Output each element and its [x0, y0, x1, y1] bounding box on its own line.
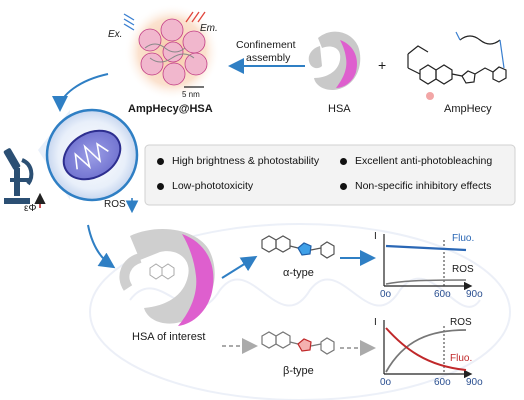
alpha-plot-tick-start: 0o	[380, 289, 392, 300]
plus-sign: +	[378, 57, 387, 73]
feature-item: Low-phototoxicity	[157, 180, 253, 192]
beta-plot-tick-end: 90o	[466, 377, 483, 388]
amphecy-label: AmpHecy	[444, 103, 492, 115]
feature-item: High brightness & photostability	[157, 155, 319, 167]
hsa-protein-icon	[308, 31, 361, 90]
beta-plot-y-label: I	[374, 317, 377, 328]
feature-item: Non-specific inhibitory effects	[340, 180, 491, 192]
beta-plot-fluo-label: Fluo.	[450, 353, 473, 364]
cell-view	[45, 108, 139, 202]
curved-arrow-to-hsa	[87, 224, 116, 269]
beta-plot-tick-start: 0o	[380, 377, 392, 388]
confinement-label-bottom: assembly	[246, 52, 291, 64]
nanocomplex	[124, 4, 220, 100]
beta-fluo-curve	[385, 327, 467, 371]
beta-plot-ros-label: ROS	[450, 317, 472, 328]
alpha-plot-tick-end: 90o	[466, 289, 483, 300]
feature-text: High brightness & photostability	[172, 155, 320, 167]
hsa-of-interest-label: HSA of interest	[132, 331, 206, 343]
scale-bar-label: 5 nm	[182, 90, 200, 99]
alpha-plot	[383, 234, 473, 291]
feature-item: Excellent anti-photobleaching	[340, 155, 492, 167]
beta-type-label: β-type	[283, 365, 314, 377]
alpha-plot-tick-mid: 60o	[434, 289, 451, 300]
alpha-molecule-icon	[261, 235, 335, 259]
excitation-arrows-icon	[123, 13, 135, 31]
bullet-icon	[157, 182, 164, 190]
bullet-icon	[340, 182, 347, 190]
alpha-plot-y-label: I	[374, 231, 377, 242]
alpha-type-label: α-type	[283, 267, 314, 279]
hsa-of-interest-icon	[119, 229, 215, 326]
complex-name: AmpHecy@HSA	[128, 103, 213, 115]
confinement-label-top: Confinement	[236, 39, 296, 51]
bullet-icon	[157, 157, 164, 165]
emission-arrows-icon	[185, 11, 206, 23]
beta-plot-tick-mid: 60o	[434, 377, 451, 388]
feature-panel	[144, 144, 516, 206]
alpha-plot-ros-label: ROS	[452, 264, 474, 275]
feature-text: Low-phototoxicity	[172, 180, 254, 192]
positive-charge-dot	[426, 92, 434, 100]
alpha-plot-fluo-label: Fluo.	[452, 233, 475, 244]
beta-ros-curve	[385, 329, 467, 373]
feature-text: Excellent anti-photobleaching	[355, 155, 493, 167]
beta-molecule-icon	[261, 331, 335, 355]
ros-indicator-label: ROS	[104, 199, 126, 210]
bullet-icon	[340, 157, 347, 165]
alpha-arrow	[221, 255, 258, 279]
beta-plot	[383, 320, 473, 379]
alpha-ros-curve	[385, 279, 467, 285]
emission-label: Em.	[200, 23, 218, 34]
microscope-icon	[3, 148, 34, 204]
eps-phi-label: εΦ	[24, 203, 37, 214]
excitation-label: Ex.	[108, 29, 123, 40]
feature-text: Non-specific inhibitory effects	[355, 180, 492, 192]
alpha-fluo-curve	[385, 244, 467, 252]
amphecy-molecule-icon	[407, 31, 507, 85]
curved-arrow-down	[52, 73, 109, 112]
hsa-label: HSA	[328, 103, 351, 115]
